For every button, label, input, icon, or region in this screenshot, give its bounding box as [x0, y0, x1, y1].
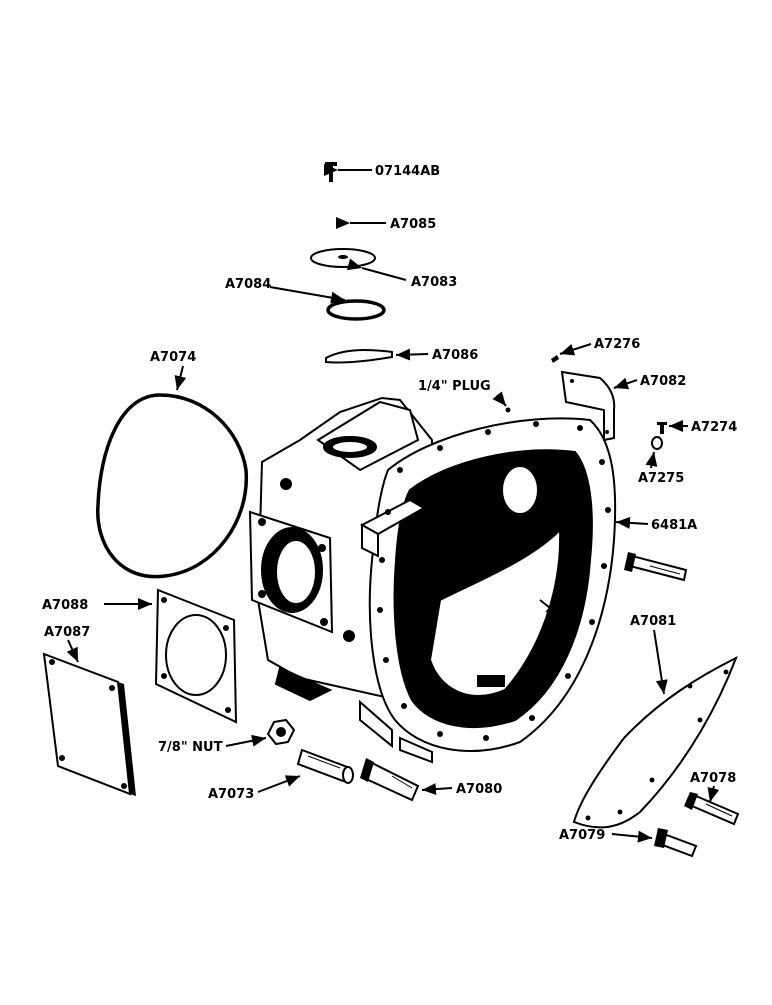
bolt-a7080 — [360, 758, 420, 802]
label-a7081: A7081 — [630, 614, 676, 629]
bolt-a7078 — [684, 792, 740, 826]
leader-a7073 — [257, 775, 301, 793]
leader-a7083 — [346, 258, 407, 281]
leader-a7078 — [707, 785, 720, 803]
label-a7082: A7082 — [640, 374, 686, 389]
leader-a7079 — [611, 830, 653, 843]
leader-a7086 — [395, 348, 429, 361]
bolt-07144ab — [325, 162, 337, 182]
bolt-housing-right — [624, 552, 688, 582]
leader-a7275 — [645, 451, 658, 469]
inner-arrow — [539, 599, 561, 617]
large-o-ring-a7074 — [96, 393, 248, 579]
label-a7275: A7275 — [638, 471, 684, 486]
leader-a7087 — [66, 639, 79, 663]
leader-a7080 — [421, 783, 453, 796]
leader-a7081 — [653, 629, 668, 695]
flywheel-housing-6481a — [248, 396, 617, 764]
label-a7276: A7276 — [594, 337, 640, 352]
label-07144ab: 07144AB — [375, 164, 440, 179]
label-a7086: A7086 — [432, 348, 478, 363]
label-a7079: A7079 — [559, 828, 605, 843]
gasket-a7088 — [154, 588, 238, 724]
label-a7078: A7078 — [690, 771, 736, 786]
cover-plate-a7081 — [572, 655, 738, 829]
leader-a7074 — [174, 365, 187, 391]
cover-plate-a7083 — [310, 248, 376, 268]
label-a7080: A7080 — [456, 782, 502, 797]
fitting-a7276 — [551, 355, 559, 363]
label-plug: 1/4" PLUG — [418, 379, 491, 394]
flange-bolt-holes — [377, 421, 611, 741]
label-a7073: A7073 — [208, 787, 254, 802]
label-6481a: 6481A — [651, 518, 697, 533]
washer-a7275 — [651, 436, 663, 450]
label-a7085: A7085 — [390, 217, 436, 232]
label-a7274: A7274 — [691, 420, 737, 435]
bracket-plate-a7082 — [560, 370, 616, 442]
label-a7083: A7083 — [411, 275, 457, 290]
leader-a7082 — [613, 377, 638, 390]
label-a7074: A7074 — [150, 350, 196, 365]
bolt-a7079 — [654, 828, 698, 858]
gasket-a7086 — [325, 349, 393, 364]
o-ring-a7084 — [326, 299, 386, 321]
label-a7084: A7084 — [225, 277, 271, 292]
leader-6481a — [615, 516, 649, 529]
leader-nut — [225, 734, 267, 747]
leader-a7084 — [269, 286, 346, 304]
small-ring-a7085 — [337, 220, 347, 226]
leader-a7276 — [559, 343, 592, 356]
stud-a7073 — [296, 748, 354, 784]
pipe-plug — [505, 407, 511, 413]
leader-plug — [492, 391, 507, 407]
label-nut: 7/8" NUT — [158, 740, 223, 755]
label-a7087: A7087 — [44, 625, 90, 640]
label-a7088: A7088 — [42, 598, 88, 613]
screw-a7274 — [657, 422, 667, 434]
cover-plate-a7087 — [42, 652, 136, 796]
